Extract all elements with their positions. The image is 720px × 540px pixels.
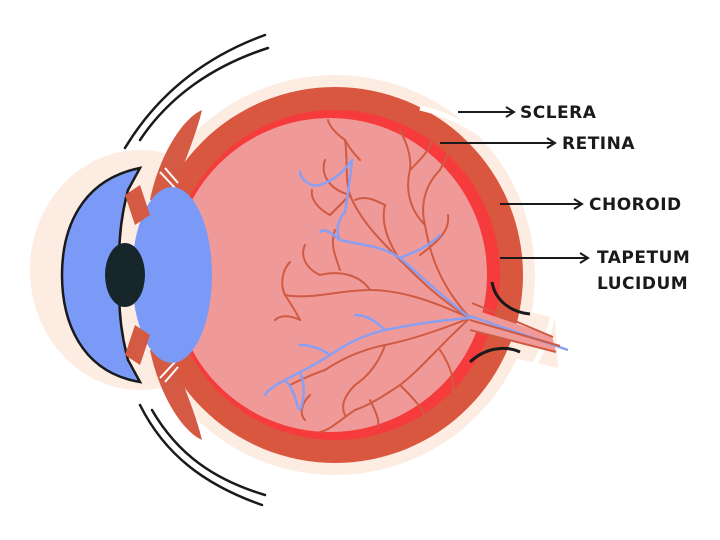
label-sclera: SCLERA: [520, 103, 597, 123]
label-tapetum-line2: LUCIDUM: [597, 274, 688, 294]
label-choroid: CHOROID: [589, 195, 682, 215]
iris-top: [125, 185, 150, 225]
label-tapetum-line1: TAPETUM: [597, 248, 690, 268]
zonules: [159, 167, 179, 383]
nerve-arc-bottom: [468, 346, 521, 364]
label-retina: RETINA: [562, 134, 635, 154]
blue-vessels: [263, 158, 472, 412]
eyelids: [123, 33, 270, 507]
iris-bottom: [125, 325, 150, 365]
optic-nerve: [469, 302, 569, 353]
pupil: [105, 243, 145, 307]
lens: [132, 187, 212, 363]
label-arrows: [440, 106, 590, 264]
nerve-arc-top: [490, 281, 531, 316]
ciliary-muscles: [150, 110, 202, 440]
tapetum-layer: [419, 105, 560, 433]
